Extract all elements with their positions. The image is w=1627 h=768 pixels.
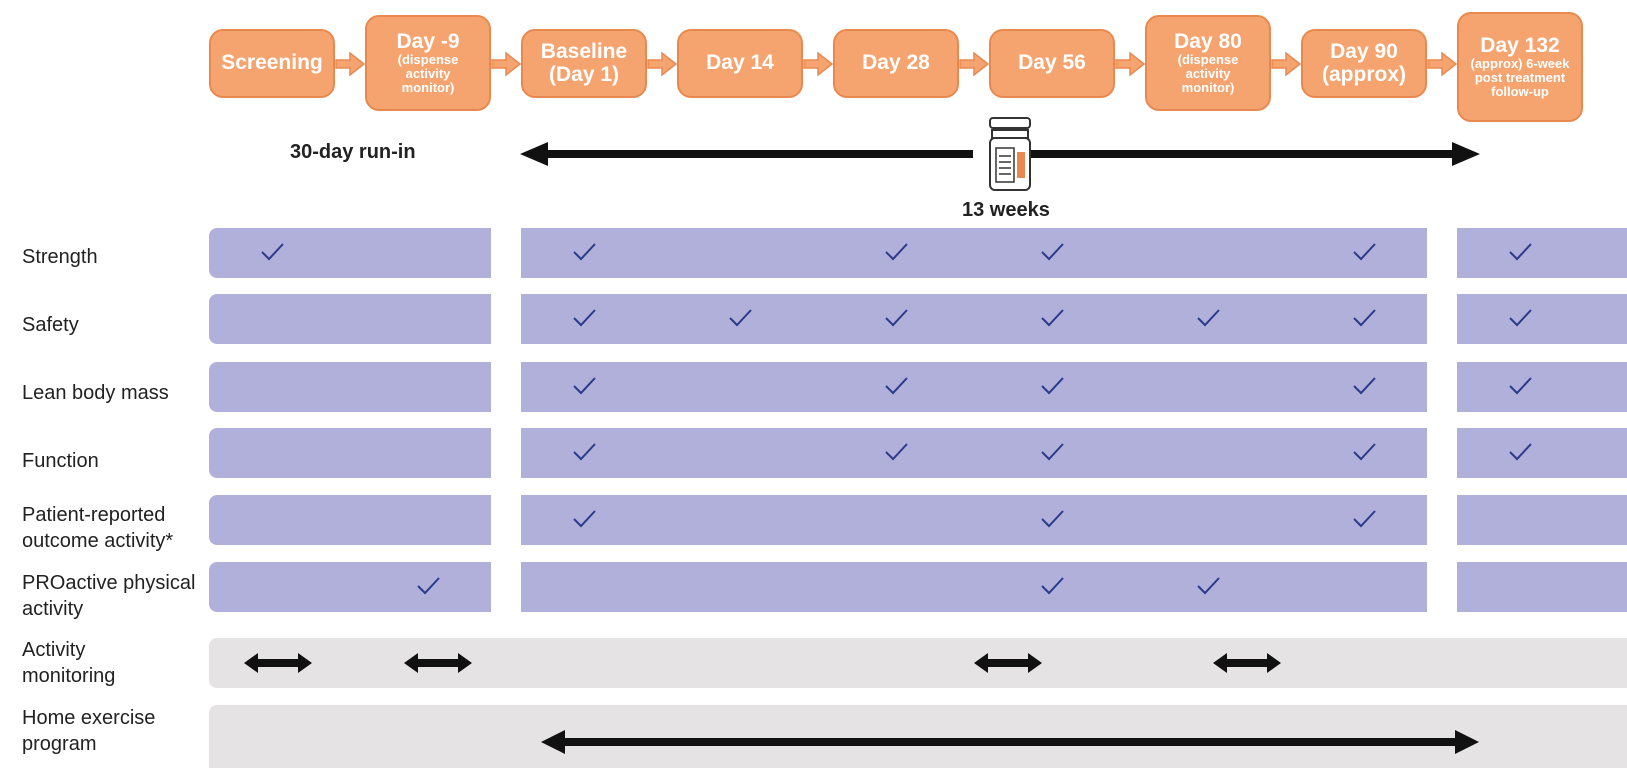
check-icon <box>1041 510 1064 528</box>
visit-day-56: Day 56 <box>989 29 1115 98</box>
assessment-band-segment <box>209 294 491 344</box>
check-icon <box>1509 377 1532 395</box>
assessment-band-segment <box>521 562 1427 612</box>
check-icon <box>1041 309 1064 327</box>
visit-day-28: Day 28 <box>833 29 959 98</box>
check-icon <box>1041 243 1064 261</box>
connector-arrow <box>1427 51 1458 77</box>
connector-arrow <box>335 51 366 77</box>
check-icon <box>573 309 596 327</box>
assessment-band-segment <box>209 428 491 478</box>
assessment-band-segment <box>1457 562 1627 612</box>
visit-screening: Screening <box>209 29 335 98</box>
assessment-band-segment <box>1457 294 1627 344</box>
check-icon <box>1353 243 1376 261</box>
visit-label: Day 90 (approx) <box>1322 40 1406 86</box>
check-icon <box>1041 443 1064 461</box>
visit-baseline: Baseline (Day 1) <box>521 29 647 98</box>
visit-label: Day 14 <box>706 51 774 75</box>
check-icon <box>417 577 440 595</box>
assessment-band-segment <box>1457 495 1627 545</box>
assessment-band-segment <box>521 294 1427 344</box>
assessment-band-segment <box>209 562 491 612</box>
visit-label: Day 28 <box>862 51 930 75</box>
visit-label: Day 56 <box>1018 51 1086 75</box>
visit-day-90: Day 90 (approx) <box>1301 29 1427 98</box>
row-label-safety: Safety <box>22 314 79 336</box>
visit-label: Day 132 <box>1480 33 1560 57</box>
check-icon <box>1353 510 1376 528</box>
visit-day-14: Day 14 <box>677 29 803 98</box>
connector-arrow <box>1271 51 1302 77</box>
connector-arrow <box>1115 51 1146 77</box>
assessment-band-segment <box>209 362 491 412</box>
check-icon <box>573 443 596 461</box>
treatment-duration-label: 13 weeks <box>962 199 1050 221</box>
check-icon <box>729 309 752 327</box>
visit-sublabel: (approx) 6-week post treatment follow-up <box>1470 55 1570 100</box>
check-icon <box>885 309 908 327</box>
visit-sublabel: (dispense activity monitor) <box>397 51 459 96</box>
visit-sublabel: (dispense activity monitor) <box>1177 51 1239 96</box>
assessment-band-segment <box>521 428 1427 478</box>
check-icon <box>1353 309 1376 327</box>
activity-monitor-arrow <box>244 653 312 673</box>
assessment-band-segment <box>1457 362 1627 412</box>
connector-arrow <box>959 51 990 77</box>
check-icon <box>261 243 284 261</box>
assessment-band-segment <box>209 228 491 278</box>
assessment-band-segment <box>1457 228 1627 278</box>
visit-label: Day -9 <box>396 29 460 53</box>
row-label-proactive: PROactive physical activity <box>22 572 196 620</box>
visit-day-132: Day 132 (approx) 6-week post treatment f… <box>1457 12 1583 122</box>
activity-monitor-arrow <box>404 653 472 673</box>
check-icon <box>1509 309 1532 327</box>
assessment-band-segment <box>521 495 1427 545</box>
visit-day-80: Day 80 (dispense activity monitor) <box>1145 15 1271 111</box>
home-exercise-arrow <box>541 730 1479 754</box>
medication-bottle-icon <box>989 117 1031 191</box>
check-icon <box>885 443 908 461</box>
check-icon <box>1197 309 1220 327</box>
row-label-patient-reported: Patient-reported outcome activity* <box>22 504 174 552</box>
check-icon <box>1041 577 1064 595</box>
home-exercise-band <box>209 705 1627 768</box>
connector-arrow <box>491 51 522 77</box>
row-label-lean-body-mass: Lean body mass <box>22 382 169 404</box>
check-icon <box>1353 377 1376 395</box>
check-icon <box>885 243 908 261</box>
check-icon <box>885 377 908 395</box>
assessment-band-segment <box>521 228 1427 278</box>
activity-monitor-arrow <box>1213 653 1281 673</box>
assessment-band-segment <box>209 495 491 545</box>
visit-day-minus-9: Day -9 (dispense activity monitor) <box>365 15 491 111</box>
visit-label: Screening <box>221 51 323 75</box>
assessment-band-segment <box>1457 428 1627 478</box>
connector-arrow <box>803 51 834 77</box>
runin-label: 30-day run-in <box>290 141 416 163</box>
row-label-strength: Strength <box>22 246 98 268</box>
connector-arrow <box>647 51 678 77</box>
check-icon <box>573 510 596 528</box>
row-label-function: Function <box>22 450 99 472</box>
check-icon <box>1197 577 1220 595</box>
treatment-period-arrow <box>520 142 1480 166</box>
check-icon <box>1353 443 1376 461</box>
visit-label: Day 80 <box>1174 29 1242 53</box>
check-icon <box>573 243 596 261</box>
activity-monitor-arrow <box>974 653 1042 673</box>
check-icon <box>1509 443 1532 461</box>
visit-label: Baseline (Day 1) <box>540 40 628 86</box>
row-label-home-exercise: Home exercise program <box>22 707 156 755</box>
assessment-band-segment <box>521 362 1427 412</box>
check-icon <box>573 377 596 395</box>
check-icon <box>1509 243 1532 261</box>
check-icon <box>1041 377 1064 395</box>
activity-monitor-arrows <box>244 653 1281 673</box>
row-label-activity-monitoring: Activity monitoring <box>22 639 116 687</box>
